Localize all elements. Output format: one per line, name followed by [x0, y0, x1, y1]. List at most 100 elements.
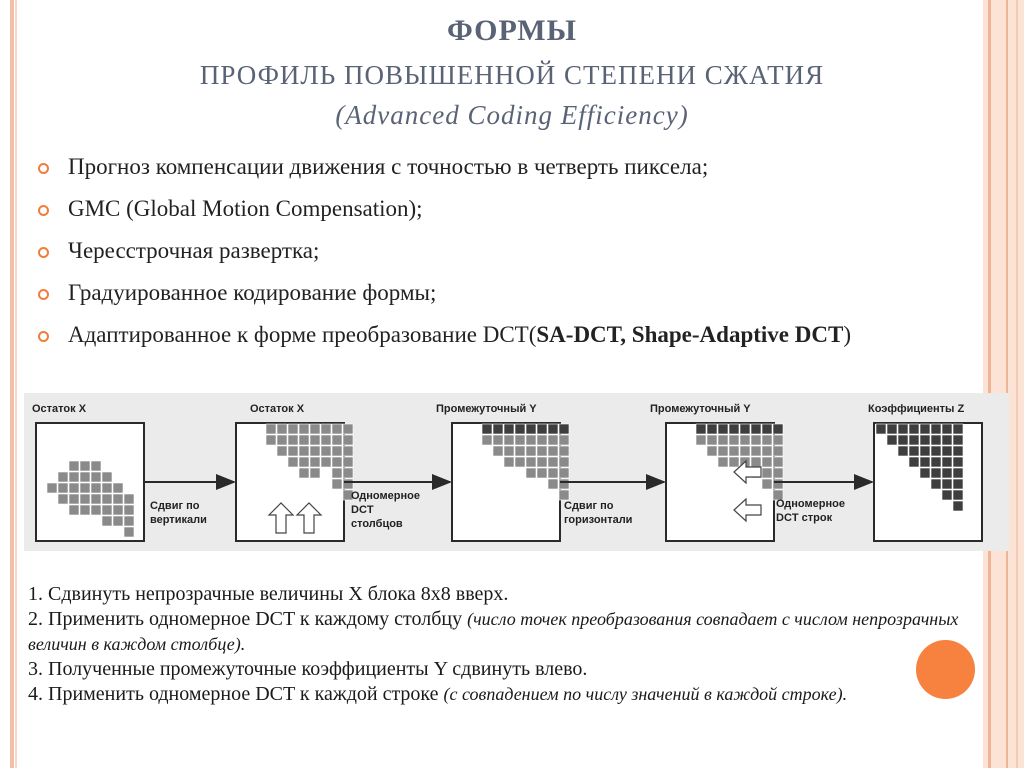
grid-cell: [320, 423, 332, 435]
grid-cell: [309, 445, 321, 457]
grid-cell: [897, 445, 909, 457]
grid-cell: [772, 478, 784, 490]
grid-cell: [930, 467, 942, 479]
grid-cell: [952, 467, 964, 479]
grid-cell: [952, 489, 964, 501]
grid-cell: [941, 434, 953, 446]
grid-cell: [112, 515, 124, 527]
grid-cell: [481, 423, 493, 435]
grid-cell: [57, 482, 69, 494]
grid-cell: [908, 456, 920, 468]
bullet-circle-icon: [38, 163, 49, 174]
grid-cell: [536, 445, 548, 457]
grid-cell: [728, 423, 740, 435]
bullet-item: Прогноз компенсации движения с точностью…: [36, 152, 936, 182]
grid-cell: [952, 456, 964, 468]
grid-cell: [750, 423, 762, 435]
grid-cell: [298, 434, 310, 446]
grid-cell: [536, 456, 548, 468]
grid-cell: [265, 434, 277, 446]
step-item: 3. Полученные промежуточные коэффициенты…: [28, 658, 588, 680]
grid-cell: [90, 471, 102, 483]
grid-cell: [342, 489, 354, 501]
grid-cell: [908, 423, 920, 435]
grid-cell: [320, 456, 332, 468]
grid-cell: [952, 478, 964, 490]
grid-cell: [558, 445, 570, 457]
grid-cell: [761, 434, 773, 446]
grid-cell: [919, 456, 931, 468]
grid-cell: [919, 445, 931, 457]
frame-left-border: [10, 0, 14, 768]
grid-cell: [525, 423, 537, 435]
grid-cell: [101, 504, 113, 516]
grid-cell: [514, 456, 526, 468]
grid-cell: [342, 456, 354, 468]
grid-cell: [695, 434, 707, 446]
grid-cell: [68, 482, 80, 494]
grid-cell: [342, 445, 354, 457]
grid-cell: [123, 493, 135, 505]
grid-cell: [101, 471, 113, 483]
grid-cell: [123, 515, 135, 527]
grid-cell: [717, 423, 729, 435]
bullet-item: Чересстрочная развертка;: [36, 236, 936, 266]
grid-cell: [897, 434, 909, 446]
grid-cell: [772, 445, 784, 457]
grid-cell: [930, 478, 942, 490]
grid-cell: [342, 423, 354, 435]
grid-cell: [772, 467, 784, 479]
grid-cell: [536, 434, 548, 446]
grid-cell: [930, 445, 942, 457]
bullet-circle-icon: [38, 331, 49, 342]
bullet-text: Градуированное кодирование формы;: [68, 280, 437, 305]
grid-cell: [547, 478, 559, 490]
grid-cell: [331, 467, 343, 479]
left-arrow-icon: [733, 459, 762, 485]
grid-cell: [342, 434, 354, 446]
grid-cell: [547, 434, 559, 446]
grid-cell: [536, 423, 548, 435]
grid-cell: [886, 423, 898, 435]
grid-cell: [952, 423, 964, 435]
grid-cell: [90, 482, 102, 494]
grid-cell: [919, 467, 931, 479]
grid-cell: [287, 434, 299, 446]
grid-cell: [503, 434, 515, 446]
grid-cell: [941, 478, 953, 490]
grid-cell: [772, 423, 784, 435]
grid-cell: [309, 456, 321, 468]
grid-cell: [717, 445, 729, 457]
grid-cell: [492, 423, 504, 435]
caption-dct-columns: Одномерное DCT столбцов: [351, 490, 420, 530]
grid-cell: [739, 423, 751, 435]
caption-dct-rows: Одномерное DCT строк: [776, 498, 845, 524]
grid-cell: [761, 456, 773, 468]
grid-cell: [930, 434, 942, 446]
grid-cell: [952, 445, 964, 457]
grid-cell: [919, 434, 931, 446]
grid-cell: [331, 478, 343, 490]
grid-cell: [761, 445, 773, 457]
grid-cell: [331, 423, 343, 435]
stage-label: Коэффициенты Z: [868, 403, 965, 415]
grid-cell: [123, 526, 135, 538]
grid-cell: [287, 445, 299, 457]
grid-cell: [558, 434, 570, 446]
grid-cell: [503, 445, 515, 457]
sa-dct-diagram-svg: [35, 422, 983, 542]
grid-cell: [331, 434, 343, 446]
grid-cell: [68, 493, 80, 505]
grid-cell: [897, 423, 909, 435]
grid-cell: [287, 423, 299, 435]
bullet-circle-icon: [38, 205, 49, 216]
grid-cell: [536, 467, 548, 479]
bullet-item: Адаптированное к форме преобразование DC…: [36, 320, 936, 350]
grid-cell: [79, 460, 91, 472]
bullet-text: GMC (Global Motion Compensation);: [68, 196, 423, 221]
grid-cell: [503, 456, 515, 468]
grid-cell: [728, 434, 740, 446]
grid-cell: [514, 445, 526, 457]
grid-cell: [79, 482, 91, 494]
